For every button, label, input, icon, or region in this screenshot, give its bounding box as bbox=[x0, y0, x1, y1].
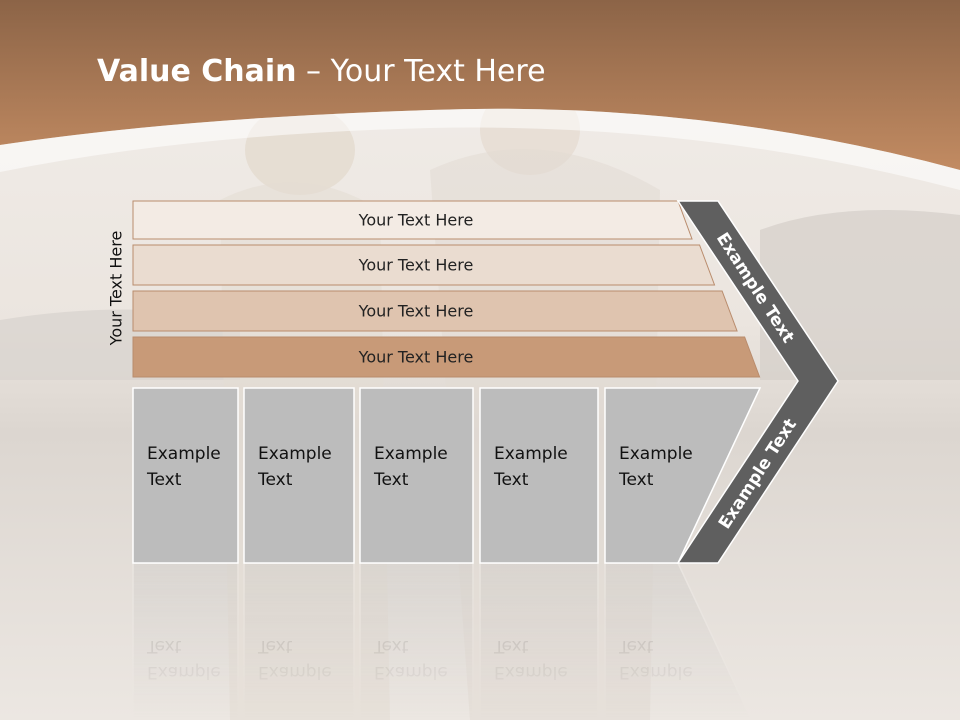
activity-column-reflection-1: Example Text bbox=[132, 562, 239, 720]
activity-column-4 bbox=[479, 387, 599, 564]
activity-column-reflection-5: Example Text bbox=[604, 562, 753, 720]
activity-column-1 bbox=[132, 387, 239, 564]
activity-column-label-5-line2: Text bbox=[618, 470, 654, 490]
support-bar-label-3: Your Text Here bbox=[358, 302, 474, 321]
slide-title: Value Chain – Your Text Here bbox=[97, 54, 546, 89]
support-bar-3 bbox=[132, 290, 738, 332]
activity-column-label-1-line1: Example bbox=[147, 444, 221, 464]
support-bar-label-4: Your Text Here bbox=[358, 348, 474, 367]
activity-column-reflection-2: Example Text bbox=[243, 562, 355, 720]
activity-column-label-4-line1: Example bbox=[494, 444, 568, 464]
activity-column-2 bbox=[243, 387, 355, 564]
activity-column-label-2-line2: Text bbox=[257, 470, 293, 490]
activity-column-reflection-4: Example Text bbox=[479, 562, 599, 720]
activity-column-label-3-line2: Text bbox=[373, 470, 409, 490]
activity-column-reflection-text-4-line1: Example bbox=[494, 662, 568, 682]
activity-column-reflection-text-4-line2: Text bbox=[493, 636, 529, 656]
activity-column-reflection-shape-4 bbox=[479, 562, 599, 720]
activity-column-reflection-shape-3 bbox=[359, 562, 474, 720]
activity-column-3 bbox=[359, 387, 474, 564]
chevron-shape bbox=[676, 200, 839, 564]
activity-column-reflection-text-2-line1: Example bbox=[258, 662, 332, 682]
support-bar-label-1: Your Text Here bbox=[358, 211, 474, 230]
activity-column-reflection-text-1-line1: Example bbox=[147, 662, 221, 682]
support-bar-1 bbox=[132, 200, 693, 240]
activity-column-reflection-text-2-line2: Text bbox=[257, 636, 293, 656]
activity-column-reflection-3: Example Text bbox=[359, 562, 474, 720]
activity-column-label-5-line1: Example bbox=[619, 444, 693, 464]
activity-column-reflection-text-1-line2: Text bbox=[146, 636, 182, 656]
activity-column-reflection-text-3-line1: Example bbox=[374, 662, 448, 682]
activity-column-label-4-line2: Text bbox=[493, 470, 529, 490]
activity-column-label-3-line1: Example bbox=[374, 444, 448, 464]
support-bar-label-2: Your Text Here bbox=[358, 256, 474, 275]
support-bar-4 bbox=[132, 336, 761, 378]
activity-column-label-1-line2: Text bbox=[146, 470, 182, 490]
slide-title-rest: – Your Text Here bbox=[296, 54, 546, 89]
slide-title-bold: Value Chain bbox=[97, 54, 297, 89]
activity-column-reflection-text-5-line2: Text bbox=[618, 636, 654, 656]
activity-column-reflection-text-3-line2: Text bbox=[373, 636, 409, 656]
activity-column-reflection-shape-2 bbox=[243, 562, 355, 720]
activity-column-reflection-text-5-line1: Example bbox=[619, 662, 693, 682]
support-bar-2 bbox=[132, 244, 716, 286]
activity-column-label-2-line1: Example bbox=[258, 444, 332, 464]
